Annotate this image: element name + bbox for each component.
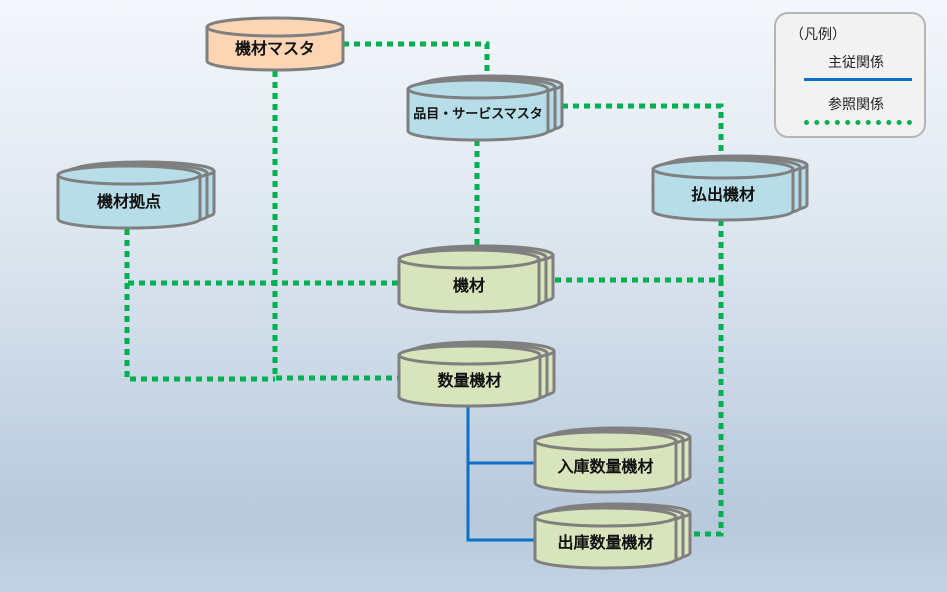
ref-line-hinmoku-to-haraidashi [562,103,724,168]
cylinder-front-body [406,89,550,142]
node-label: 機材拠点 [97,192,161,211]
master-line-suryo-to-nyuko [466,404,536,542]
cylinder-front-body [397,259,541,314]
node-label: 数量機材 [437,371,501,390]
node-shukko[interactable]: 出庫数量機材 [533,502,692,570]
ref-line-haraidashi-to-shukko [690,280,724,537]
node-label: 入庫数量機材 [557,457,653,476]
node-label: 機材 [453,276,485,295]
legend-dotted-line [804,120,912,125]
ref-line-master-to-hinmoku [343,41,490,80]
cylinder-front-top [533,430,678,452]
ref-line-haraidashi-to-kizai [552,220,724,283]
cylinder-front-body [205,27,345,72]
cylinder-front-top [651,158,795,180]
legend-title: （凡例） [790,27,846,43]
cylinder-front-body [533,441,678,494]
cylinder-front-top [533,506,678,528]
cylinder-front-top [397,344,542,366]
node-kizai[interactable]: 機材 [397,244,555,314]
cylinder-front-top [397,248,541,270]
cylinder-front-top [56,164,202,186]
ref-line-kyoten-to-kizai [124,229,400,286]
legend-box: （凡例） 主従関係 参照関係 [774,12,926,138]
node-label: 品目・サービスマスタ [413,106,543,122]
node-kizai-master[interactable]: 機材マスタ [205,16,345,72]
node-hinmoku[interactable]: 品目・サービスマスタ [406,74,564,142]
ref-line-master-to-suryo [272,71,400,381]
cylinder-front-top [205,16,345,38]
cylinder-front-body [651,169,795,222]
cylinder-front-body [397,355,542,408]
node-label: 払出機材 [691,185,755,204]
node-label: 機材マスタ [235,39,315,58]
node-nyuko[interactable]: 入庫数量機材 [533,426,692,494]
node-label: 出庫数量機材 [557,533,653,552]
node-kizai-kyoten[interactable]: 機材拠点 [56,160,216,230]
node-suryo-kizai[interactable]: 数量機材 [397,340,556,408]
cylinder-front-top [406,78,550,100]
legend-dotted-label: 参照関係 [828,97,884,113]
node-haraidashi[interactable]: 払出機材 [651,154,809,222]
ref-line-kyoten-to-suryo [124,283,275,382]
cylinder-front-body [533,517,678,570]
legend-solid-line [804,78,912,81]
legend-solid-label: 主従関係 [828,55,884,71]
cylinder-front-body [56,175,202,230]
